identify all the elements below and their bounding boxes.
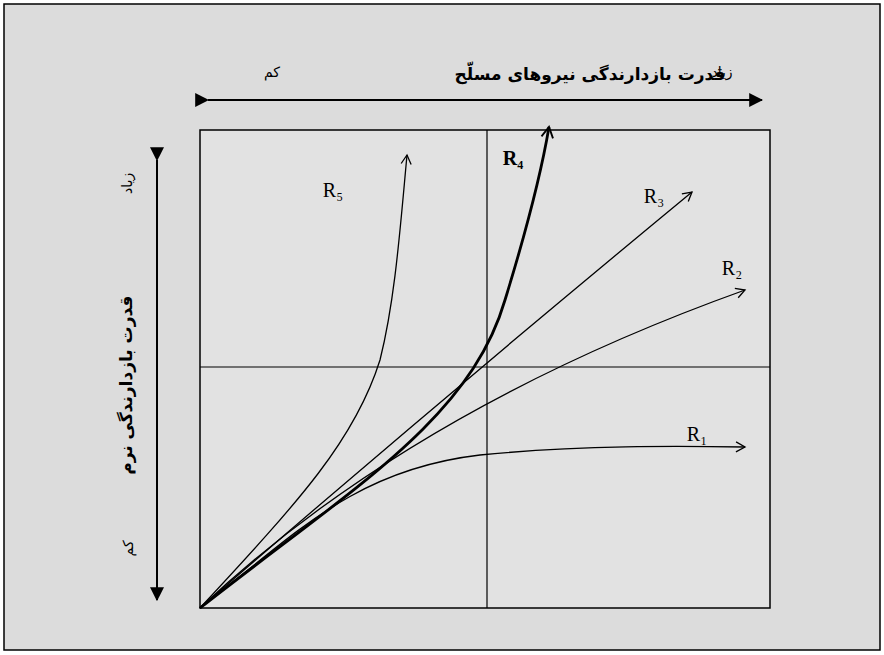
- curve-label: R₄: [503, 146, 523, 170]
- outer-frame: [4, 4, 880, 650]
- axis-title: قدرت بازدارندگی نیروهای مسلّح: [455, 64, 726, 84]
- curve-label: R₃: [644, 184, 664, 208]
- curve-r4: [200, 127, 549, 608]
- vertical-axis-arrow: [156, 160, 158, 600]
- axis-end-label: زیاد: [120, 172, 137, 193]
- curve-r5: [200, 155, 407, 608]
- curve-label: R₁: [687, 422, 707, 446]
- axis-title: قدرت بازدارندگی نرم: [117, 295, 137, 474]
- curve-r3: [200, 192, 692, 608]
- horizontal-axis-arrow: [208, 99, 762, 101]
- axis-end-label: کم: [264, 64, 280, 81]
- quadrant-box: [200, 130, 770, 608]
- vertical-divider: [486, 130, 487, 608]
- curve-r1: [200, 446, 745, 608]
- curve-label: R₅: [323, 178, 343, 202]
- axis-end-label: کم: [120, 540, 137, 556]
- horizontal-divider: [200, 366, 770, 367]
- curve-r2: [200, 290, 745, 608]
- curve-label: R₂: [722, 256, 742, 280]
